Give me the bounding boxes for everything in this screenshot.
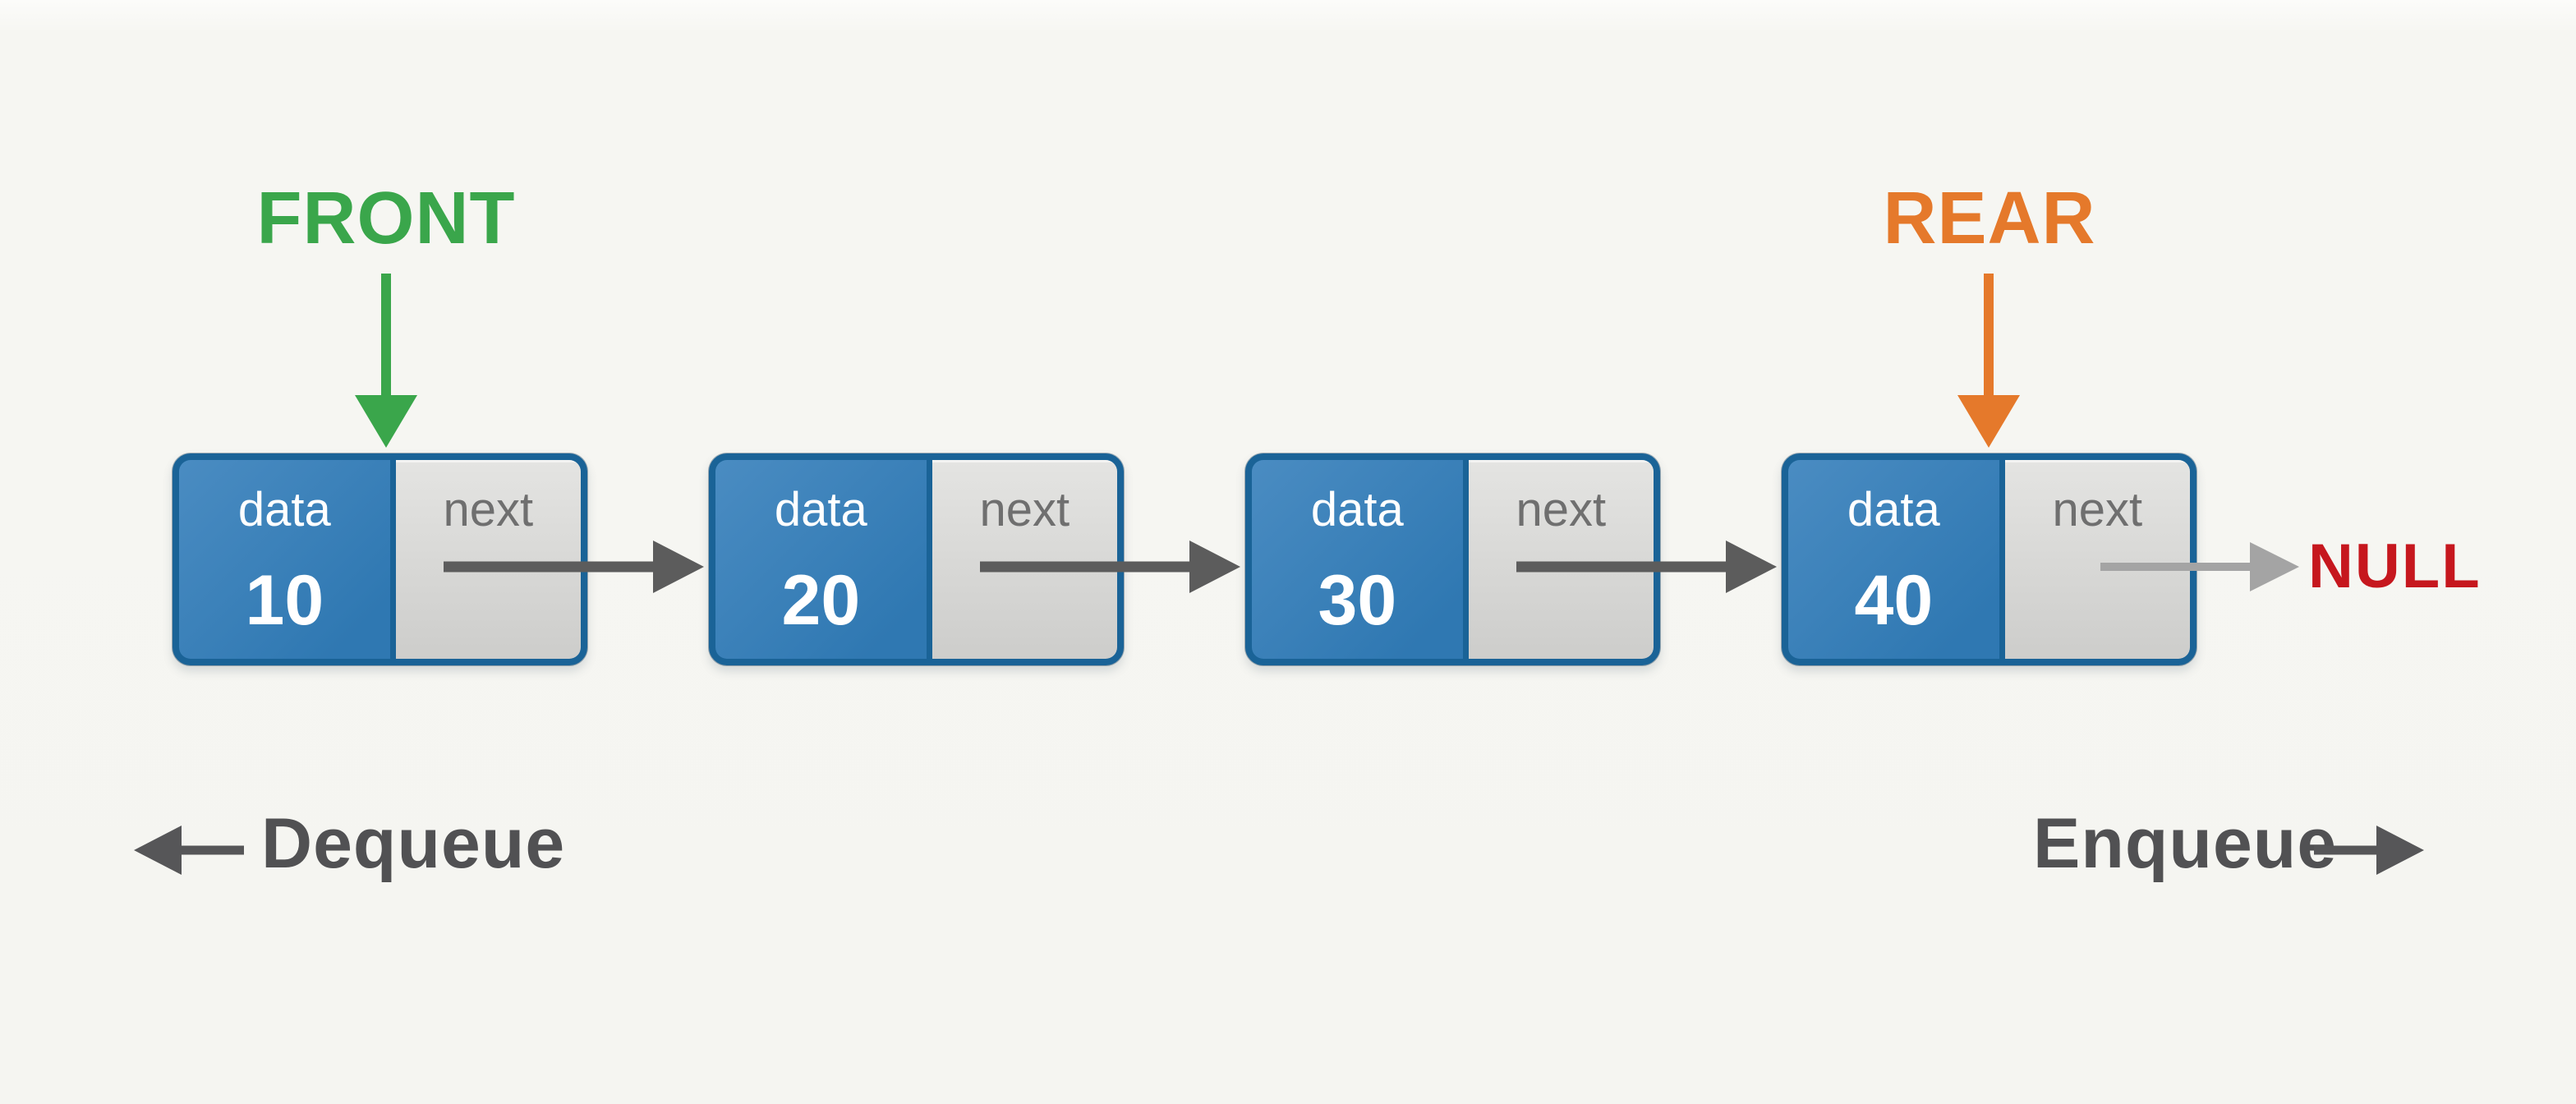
rear-pointer-label: REAR [1883,177,2096,260]
next-cell: next [1999,460,2190,659]
dequeue-label: Dequeue [261,804,566,883]
data-label: data [774,483,867,536]
next-label: next [443,483,534,536]
list-node-3: data 30 next [1245,453,1660,665]
data-cell: data 40 [1788,460,1999,659]
next-label: next [2052,483,2143,536]
next-cell: next [389,460,581,659]
data-cell: data 20 [715,460,927,659]
data-cell: data 30 [1252,460,1463,659]
data-label: data [1847,483,1940,536]
next-label: next [979,483,1070,536]
front-pointer-label: FRONT [256,177,516,260]
data-value: 30 [1318,561,1397,640]
rear-pointer-arrow-icon [1957,274,2020,448]
list-node-1: data 10 next [172,453,587,665]
data-value: 20 [781,561,861,640]
null-link-arrow-icon [2100,542,2299,591]
front-pointer-arrow-icon [355,274,417,448]
next-link-arrow-icon [1516,540,1777,593]
data-cell: data 10 [179,460,390,659]
next-cell: next [1462,460,1654,659]
data-value: 40 [1854,561,1934,640]
data-label: data [237,483,331,536]
data-value: 10 [245,561,324,640]
next-link-arrow-icon [980,540,1240,593]
data-label: data [1310,483,1404,536]
enqueue-label: Enqueue [2033,804,2338,883]
enqueue-direction-arrow-icon [2314,826,2424,875]
next-link-arrow-icon [444,540,704,593]
dequeue-direction-arrow-icon [134,826,244,875]
next-cell: next [926,460,1117,659]
list-node-4: data 40 next [1782,453,2196,665]
list-node-2: data 20 next [709,453,1124,665]
null-terminator-label: NULL [2308,531,2482,601]
next-label: next [1516,483,1607,536]
